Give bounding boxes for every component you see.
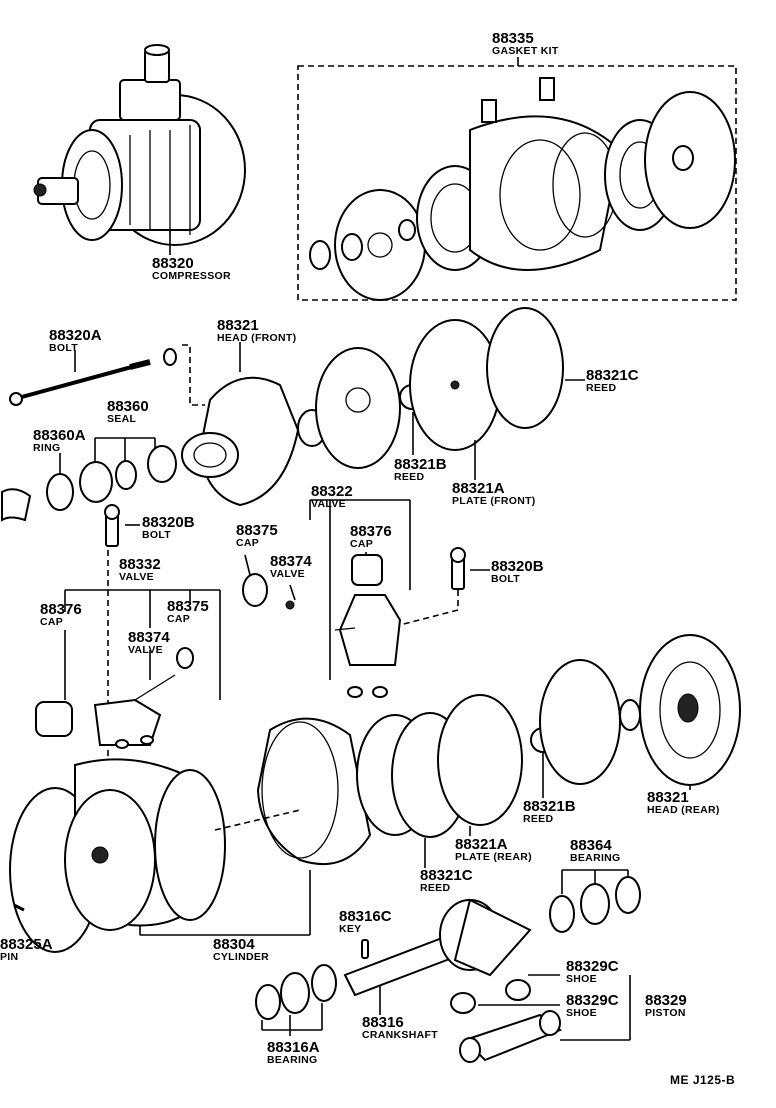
- part-number-88321-rear: 88321: [647, 789, 689, 806]
- gasket-kit-boundary: [297, 65, 737, 301]
- part-number-88376-mid: 88376: [350, 523, 392, 540]
- crankshaft-section-drawing: [255, 869, 641, 1063]
- part-name-cap: CAP: [350, 538, 374, 550]
- part-number-88320B-left: 88320B: [142, 514, 195, 531]
- part-name-reed: REED: [420, 882, 451, 894]
- part-number-88375-left: 88375: [167, 598, 209, 615]
- part-name-plate-front: PLATE (FRONT): [452, 495, 536, 507]
- part-number-88304: 88304: [213, 936, 255, 953]
- part-name-bolt: BOLT: [142, 529, 171, 541]
- part-name-crankshaft: CRANKSHAFT: [362, 1029, 438, 1041]
- part-number-88321B-top: 88321B: [394, 456, 447, 473]
- part-name-plate-rear: PLATE (REAR): [455, 851, 532, 863]
- part-name-reed: REED: [394, 471, 425, 483]
- part-name-seal: SEAL: [107, 413, 137, 425]
- part-name-bearing: BEARING: [570, 852, 621, 864]
- part-name-cap: CAP: [236, 537, 260, 549]
- part-number-88316A: 88316A: [267, 1039, 320, 1056]
- part-number-88376-left: 88376: [40, 601, 82, 618]
- part-name-reed: REED: [586, 382, 617, 394]
- part-number-88320A: 88320A: [49, 327, 102, 344]
- part-name-key: KEY: [339, 923, 362, 935]
- diagram-code: ME J125-B: [670, 1073, 736, 1087]
- part-name-gasket-kit: GASKET KIT: [492, 45, 559, 57]
- gasket-kit-drawing: [309, 57, 736, 301]
- part-name-bearing: BEARING: [267, 1054, 318, 1066]
- part-name-shoe: SHOE: [566, 973, 597, 985]
- part-name-shoe: SHOE: [566, 1007, 597, 1019]
- part-name-head-rear: HEAD (REAR): [647, 804, 720, 816]
- part-number-88329: 88329: [645, 992, 687, 1009]
- part-number-88321A-front: 88321A: [452, 480, 505, 497]
- part-number-88360A: 88360A: [33, 427, 86, 444]
- part-number-88321C-bot: 88321C: [420, 867, 473, 884]
- part-number-88374-mid: 88374: [270, 553, 312, 570]
- part-name-bolt: BOLT: [49, 342, 78, 354]
- part-number-88321C-top: 88321C: [586, 367, 639, 384]
- part-number-88374-left: 88374: [128, 629, 170, 646]
- part-name-ring: RING: [33, 442, 61, 454]
- part-number-88364: 88364: [570, 837, 612, 854]
- part-number-88325A: 88325A: [0, 936, 53, 953]
- part-number-88332: 88332: [119, 556, 161, 573]
- part-number-88321A-rear: 88321A: [455, 836, 508, 853]
- part-name-valve: VALVE: [119, 571, 154, 583]
- part-number-88375-mid: 88375: [236, 522, 278, 539]
- part-name-cylinder: CYLINDER: [213, 951, 270, 963]
- part-name-cap: CAP: [40, 616, 64, 628]
- compressor-drawing: [33, 44, 246, 255]
- part-name-cap: CAP: [167, 613, 191, 625]
- part-number-88329C-a: 88329C: [566, 958, 619, 975]
- part-number-88329C-b: 88329C: [566, 992, 619, 1009]
- cylinder-section-drawing: [9, 634, 741, 953]
- part-name-pin: PIN: [0, 951, 19, 963]
- part-name-compressor: COMPRESSOR: [152, 270, 231, 282]
- front-section-drawing: [1, 307, 585, 522]
- valve-section-drawing: [35, 499, 490, 760]
- part-name-reed: REED: [523, 813, 554, 825]
- part-number-88320B-right: 88320B: [491, 558, 544, 575]
- part-name-bolt: BOLT: [491, 573, 520, 585]
- part-number-88360: 88360: [107, 398, 149, 415]
- part-number-88321-front: 88321: [217, 317, 259, 334]
- part-number-88322: 88322: [311, 483, 353, 500]
- part-name-head-front: HEAD (FRONT): [217, 332, 297, 344]
- part-number-88321B-bot: 88321B: [523, 798, 576, 815]
- part-number-88316: 88316: [362, 1014, 404, 1031]
- part-name-valve: VALVE: [128, 644, 163, 656]
- part-name-piston: PISTON: [645, 1007, 686, 1019]
- part-name-valve: VALVE: [311, 498, 346, 510]
- part-number-88335: 88335: [492, 30, 534, 47]
- part-number-88316C: 88316C: [339, 908, 392, 925]
- part-name-valve: VALVE: [270, 568, 305, 580]
- part-number-88320: 88320: [152, 255, 194, 272]
